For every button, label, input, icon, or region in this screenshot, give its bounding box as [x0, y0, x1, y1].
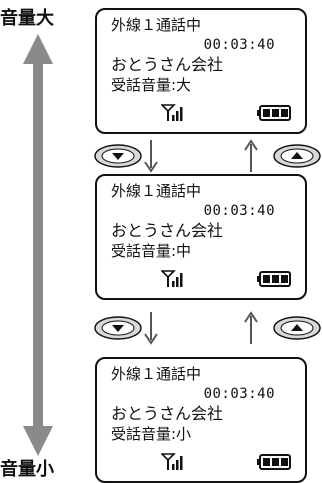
call-timer: 00:03:40 — [203, 386, 275, 402]
volume-up-key-icon — [273, 144, 321, 168]
handset-screen-high: 外線１通話中 00:03:40 おとうさん会社 受話音量:大 — [95, 8, 307, 134]
volume-low-label: 音量小 — [0, 459, 54, 480]
volume-up-key-icon — [273, 316, 321, 340]
arrow-up-icon — [244, 139, 258, 172]
caller-name: おとうさん会社 — [111, 55, 224, 74]
battery-full-icon — [257, 454, 291, 470]
caller-name: おとうさん会社 — [111, 221, 224, 240]
double-headed-arrow-icon — [23, 34, 53, 456]
call-timer: 00:03:40 — [203, 37, 275, 53]
handset-screen-low: 外線１通話中 00:03:40 おとうさん会社 受話音量:小 — [95, 357, 307, 483]
receiver-volume: 受話音量:中 — [111, 242, 192, 260]
arrow-down-icon — [144, 312, 158, 345]
antenna-signal-icon — [161, 104, 183, 121]
receiver-volume: 受話音量:大 — [111, 76, 192, 94]
battery-full-icon — [257, 105, 291, 121]
caller-name: おとうさん会社 — [111, 404, 224, 423]
arrow-up-icon — [244, 311, 258, 344]
receiver-volume: 受話音量:小 — [111, 425, 192, 443]
volume-down-key-icon — [94, 316, 142, 340]
call-timer: 00:03:40 — [203, 203, 275, 219]
line-status: 外線１通話中 — [111, 16, 202, 34]
line-status: 外線１通話中 — [111, 182, 202, 200]
volume-high-label: 音量大 — [0, 8, 54, 29]
volume-down-key-icon — [94, 144, 142, 168]
arrow-down-icon — [144, 140, 158, 173]
antenna-signal-icon — [161, 270, 183, 287]
battery-full-icon — [257, 271, 291, 287]
line-status: 外線１通話中 — [111, 365, 202, 383]
antenna-signal-icon — [161, 453, 183, 470]
handset-screen-medium: 外線１通話中 00:03:40 おとうさん会社 受話音量:中 — [95, 174, 307, 300]
